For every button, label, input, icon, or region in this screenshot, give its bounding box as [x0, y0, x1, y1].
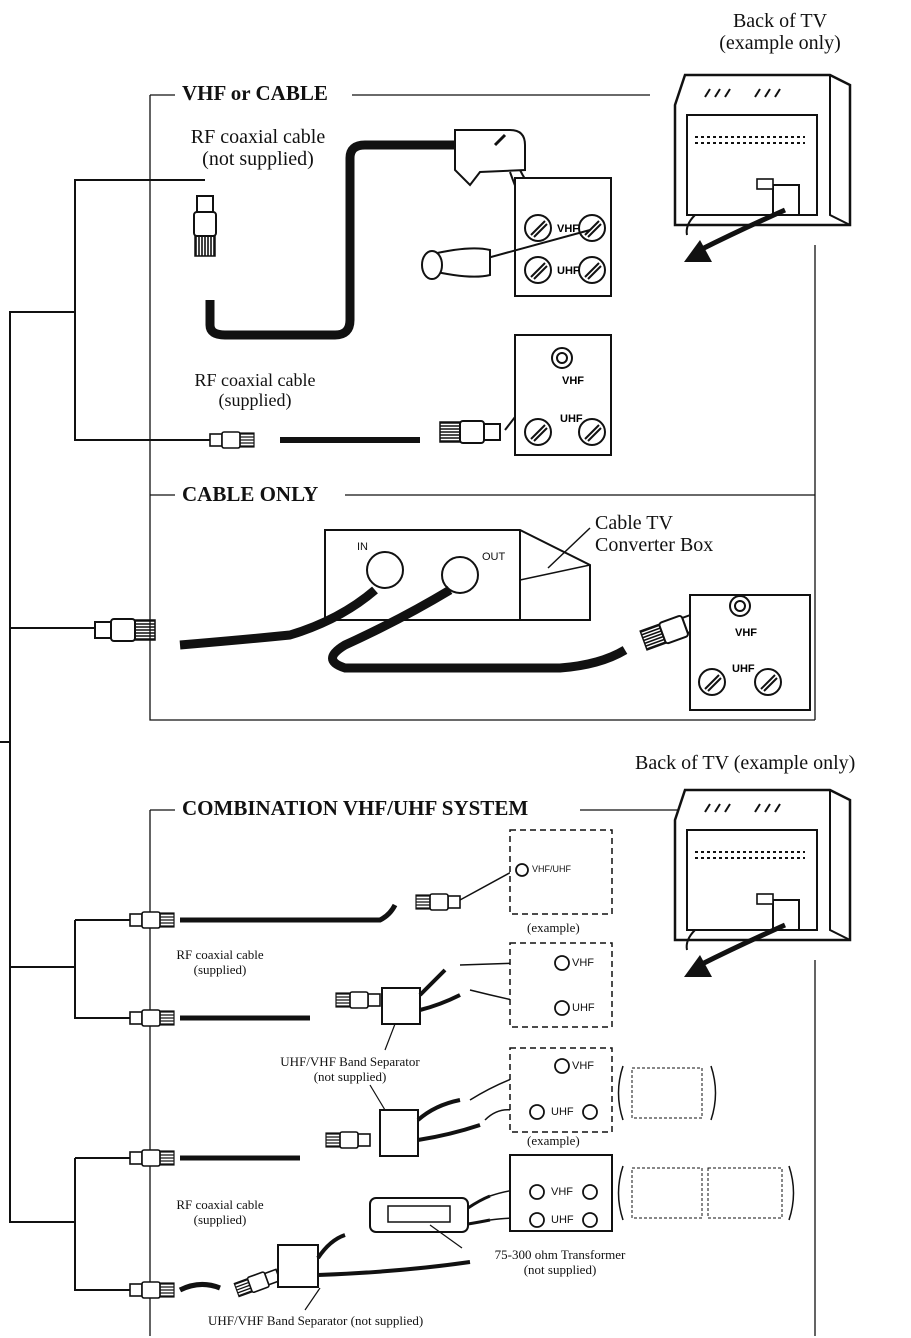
- tv-back-top: [675, 75, 850, 235]
- converter-label: Cable TV Converter Box: [595, 512, 713, 557]
- transformer-line2: (not supplied): [470, 1263, 650, 1278]
- example-label-2: (example): [527, 1134, 580, 1149]
- terminal-uhf-row4: UHF: [551, 1214, 574, 1226]
- terminal-uhf-row2: UHF: [572, 1002, 595, 1014]
- band-separator-line2: (not supplied): [250, 1070, 450, 1085]
- terminal-vhf-row2: VHF: [572, 957, 594, 969]
- svg-text:UHF: UHF: [560, 413, 583, 425]
- tv-back-top-line1: Back of TV: [700, 10, 860, 32]
- tv-back-top-label: Back of TV (example only): [700, 10, 860, 55]
- converter-line2: Converter Box: [595, 534, 713, 556]
- terminal-vhf-row4: VHF: [551, 1186, 573, 1198]
- terminal-vhf-row3: VHF: [572, 1060, 594, 1072]
- section-title-combination: COMBINATION VHF/UHF SYSTEM: [176, 797, 534, 821]
- band-separator-line1: UHF/VHF Band Separator: [250, 1055, 450, 1070]
- terminal-vhf-uhf: VHF/UHF: [532, 864, 571, 874]
- converter-line1: Cable TV: [595, 512, 713, 534]
- converter-out-label: OUT: [482, 551, 505, 563]
- rf-cable-supplied-mid-line1: RF coaxial cable: [150, 948, 290, 963]
- section-title-vhf-cable: VHF or CABLE: [176, 82, 334, 106]
- rf-cable-supplied-bottom-line1: RF coaxial cable: [150, 1198, 290, 1213]
- rf-cable-supplied-label-bottom: RF coaxial cable (supplied): [150, 1198, 290, 1227]
- terminal-uhf-row3: UHF: [551, 1106, 574, 1118]
- rf-cable-not-supplied-line2: (not supplied): [168, 148, 348, 170]
- svg-text:UHF: UHF: [732, 663, 755, 675]
- transformer-label: 75-300 ohm Transformer (not supplied): [470, 1248, 650, 1277]
- tv-back-bottom-label: Back of TV (example only): [635, 752, 855, 774]
- band-separator-label: UHF/VHF Band Separator (not supplied): [250, 1055, 450, 1084]
- band-separator-label-bottom: UHF/VHF Band Separator (not supplied): [208, 1314, 423, 1329]
- svg-text:VHF: VHF: [735, 627, 757, 639]
- combo-row-4: [130, 1155, 794, 1310]
- svg-text:VHF: VHF: [562, 375, 584, 387]
- tv-back-bottom: [675, 790, 850, 950]
- rf-cable-supplied-bottom-line2: (supplied): [150, 1213, 290, 1228]
- combo-row-1: [130, 830, 612, 928]
- rf-cable-not-supplied-line1: RF coaxial cable: [168, 126, 348, 148]
- tv-back-top-line2: (example only): [700, 32, 860, 54]
- rf-cable-supplied-top-line2: (supplied): [170, 390, 340, 410]
- transformer-line1: 75-300 ohm Transformer: [470, 1248, 650, 1263]
- bracket-lines: [0, 180, 210, 1290]
- rf-cable-supplied-mid-line2: (supplied): [150, 963, 290, 978]
- example-label-1: (example): [527, 921, 580, 936]
- converter-in-label: IN: [357, 541, 368, 553]
- rf-cable-supplied-label-mid: RF coaxial cable (supplied): [150, 948, 290, 977]
- rf-cable-supplied-top-line1: RF coaxial cable: [170, 370, 340, 390]
- svg-text:UHF: UHF: [557, 265, 580, 277]
- arrow-head-top: [684, 240, 712, 262]
- rf-cable-not-supplied-label: RF coaxial cable (not supplied): [168, 126, 348, 171]
- section-title-cable-only: CABLE ONLY: [176, 483, 324, 507]
- arrow-head-bottom: [684, 955, 712, 977]
- rf-cable-supplied-label-top: RF coaxial cable (supplied): [170, 370, 340, 410]
